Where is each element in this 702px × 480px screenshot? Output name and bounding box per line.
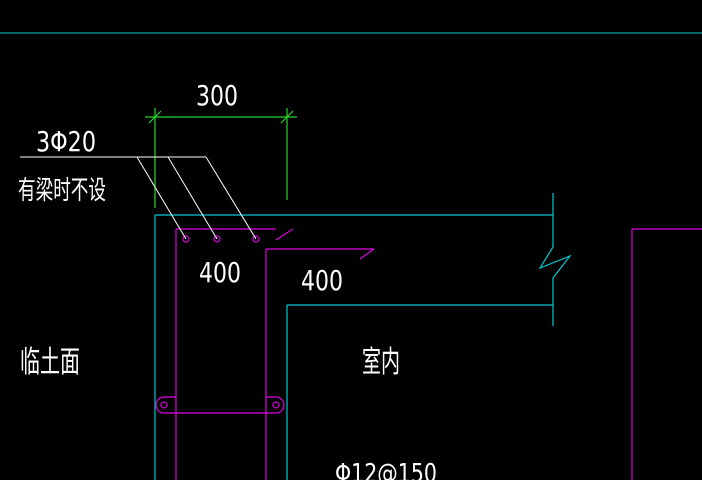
rebar-bar-1 (182, 235, 190, 243)
concrete-outline (154, 193, 572, 480)
leader-to-bar-3 (205, 156, 257, 240)
rebar-bar-3 (252, 235, 260, 243)
dimension-tick-left (148, 110, 162, 124)
rebar-top-hook (275, 228, 294, 241)
dimension-300 (145, 108, 297, 208)
break-line (538, 193, 572, 326)
leader-to-bar-1 (136, 156, 187, 240)
leader-to-bar-2 (167, 156, 218, 240)
rebar-slab-hook (359, 248, 375, 260)
dimension-300-label: 300 (196, 79, 238, 112)
outside-soil-face-label: 临土面 (20, 345, 80, 380)
rebar-bar-2 (213, 235, 221, 243)
rebar-cage (155, 228, 375, 480)
dimension-tick-right (280, 110, 294, 124)
rebar-tie-left-hook (155, 396, 176, 414)
right-column-outline (631, 228, 702, 480)
indoor-label: 室内 (362, 345, 400, 380)
dimension-400-wall-label: 400 (199, 256, 241, 289)
rebar-tie-right-bar (272, 401, 280, 409)
rebar-tie-left-bar (160, 401, 168, 409)
rebar-note-label: 有梁时不设 (18, 176, 106, 206)
rebar-tie-right-hook (266, 396, 285, 414)
rebar-leader (20, 156, 257, 240)
dimension-400-slab-label: 400 (301, 264, 343, 297)
bottom-rebar-label: Φ12@150 (335, 459, 437, 480)
rebar-callout-label: 3Φ20 (36, 125, 96, 158)
